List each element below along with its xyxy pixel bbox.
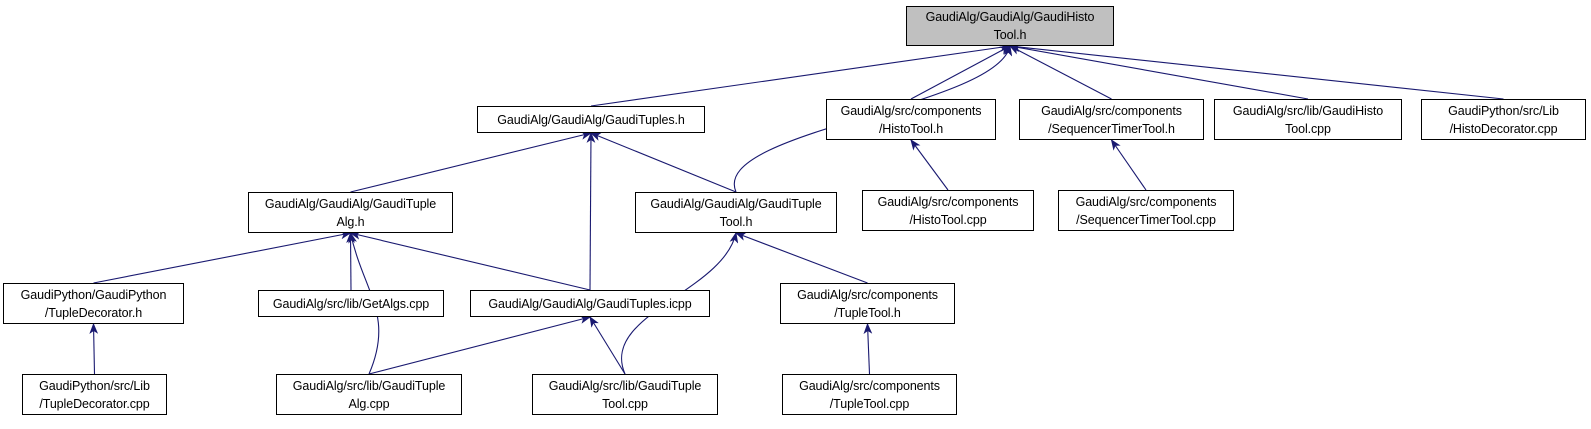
- graph-edge: [346, 231, 355, 291]
- graph-edge: [93, 230, 352, 284]
- graph-edge: [368, 315, 592, 375]
- graph-node-label: GaudiAlg/src/lib/GetAlgs.cpp: [272, 296, 430, 311]
- graph-node-label: GaudiAlg/src/components /SequencerTimerT…: [1041, 103, 1182, 136]
- graph-node[interactable]: GaudiAlg/src/lib/GetAlgs.cpp: [258, 290, 444, 317]
- graph-node[interactable]: GaudiPython/src/Lib /TupleDecorator.cpp: [22, 374, 167, 415]
- graph-node[interactable]: GaudiAlg/GaudiAlg/GaudiTuple Tool.h: [635, 192, 837, 233]
- graph-edge: [910, 139, 949, 191]
- graph-node[interactable]: GaudiAlg/GaudiAlg/GaudiTuples.icpp: [470, 290, 710, 317]
- graph-node[interactable]: GaudiAlg/src/lib/GaudiTuple Alg.cpp: [276, 374, 462, 415]
- graph-node[interactable]: GaudiAlg/src/components /HistoTool.h: [826, 99, 996, 140]
- graph-node[interactable]: GaudiAlg/GaudiAlg/GaudiTuples.h: [477, 106, 705, 133]
- graph-node[interactable]: GaudiAlg/src/components /SequencerTimerT…: [1058, 190, 1234, 231]
- graph-edge: [1008, 42, 1504, 100]
- graph-node-label: GaudiAlg/src/lib/GaudiTuple Tool.cpp: [548, 378, 702, 411]
- graph-edge: [734, 232, 868, 284]
- graph-node[interactable]: GaudiAlg/src/components /SequencerTimerT…: [1019, 99, 1204, 140]
- graph-node[interactable]: GaudiPython/GaudiPython /TupleDecorator.…: [3, 283, 184, 324]
- graph-edge: [586, 131, 596, 291]
- graph-node-label: GaudiAlg/src/components /SequencerTimerT…: [1075, 194, 1217, 227]
- graph-node-label: GaudiAlg/GaudiAlg/GaudiTuple Alg.h: [264, 196, 437, 229]
- graph-edge: [589, 316, 626, 375]
- graph-node[interactable]: GaudiAlg/src/lib/GaudiHisto Tool.cpp: [1214, 99, 1402, 140]
- graph-edge: [589, 132, 737, 193]
- graph-node-label: GaudiAlg/GaudiAlg/GaudiTuple Tool.h: [650, 196, 822, 229]
- graph-edge: [350, 131, 593, 193]
- graph-node-label: GaudiAlg/GaudiAlg/GaudiTuples.h: [497, 112, 685, 127]
- graph-node[interactable]: GaudiAlg/src/lib/GaudiTuple Tool.cpp: [532, 374, 718, 415]
- graph-edge: [89, 322, 99, 375]
- graph-node-label: GaudiAlg/src/lib/GaudiTuple Alg.cpp: [292, 378, 446, 411]
- graph-edge: [1008, 43, 1309, 100]
- graph-edge: [349, 231, 591, 291]
- graph-node-label: GaudiAlg/src/lib/GaudiHisto Tool.cpp: [1232, 103, 1384, 136]
- graph-node-label: GaudiAlg/src/components /HistoTool.cpp: [877, 194, 1019, 227]
- graph-node-label: GaudiPython/src/Lib /HistoDecorator.cpp: [1448, 103, 1559, 136]
- graph-edge: [1009, 45, 1112, 100]
- graph-edge: [1110, 139, 1147, 191]
- graph-node[interactable]: GaudiAlg/GaudiAlg/GaudiHisto Tool.h: [906, 6, 1114, 46]
- graph-edge: [863, 322, 873, 375]
- graph-node-label: GaudiAlg/src/components /HistoTool.h: [840, 103, 982, 136]
- graph-node-label: GaudiAlg/src/components /TupleTool.cpp: [799, 378, 940, 411]
- graph-node[interactable]: GaudiAlg/src/components /TupleTool.cpp: [782, 374, 957, 415]
- graph-edge: [590, 43, 1012, 107]
- graph-node[interactable]: GaudiAlg/src/components /TupleTool.h: [780, 283, 955, 324]
- graph-node-label: GaudiPython/GaudiPython /TupleDecorator.…: [20, 287, 167, 320]
- graph-node-label: GaudiAlg/GaudiAlg/GaudiHisto Tool.h: [925, 10, 1095, 42]
- graph-node[interactable]: GaudiAlg/GaudiAlg/GaudiTuple Alg.h: [248, 192, 453, 233]
- graph-node-label: GaudiAlg/GaudiAlg/GaudiTuples.icpp: [488, 296, 692, 311]
- graph-edge: [910, 45, 1011, 100]
- graph-node[interactable]: GaudiPython/src/Lib /HistoDecorator.cpp: [1421, 99, 1586, 140]
- graph-node-label: GaudiPython/src/Lib /TupleDecorator.cpp: [39, 378, 150, 411]
- graph-node[interactable]: GaudiAlg/src/components /HistoTool.cpp: [862, 190, 1034, 231]
- graph-node-label: GaudiAlg/src/components /TupleTool.h: [797, 287, 938, 320]
